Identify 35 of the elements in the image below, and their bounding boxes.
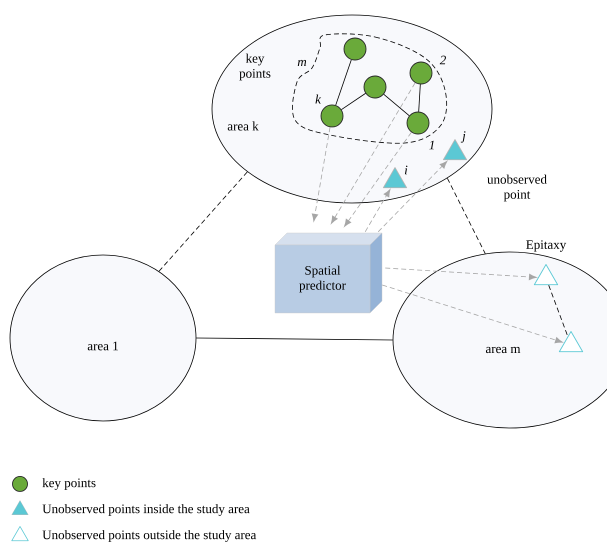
annotation-text: unobserved point: [487, 174, 547, 202]
connector: [378, 160, 448, 232]
region-label: m: [298, 60, 306, 66]
area-label: area k: [228, 121, 259, 131]
point-label: j: [460, 131, 466, 143]
area-label: area 1: [88, 342, 118, 350]
connector: [418, 84, 421, 112]
connector: [330, 82, 416, 224]
connector: [341, 93, 366, 110]
point-label: k: [316, 94, 322, 104]
point-label: 1: [429, 140, 434, 150]
point-label: i: [404, 166, 408, 174]
legend-text: Unobserved points inside the study area: [42, 504, 250, 516]
legend-text: Unobserved points outside the study area: [42, 530, 256, 542]
key-point-circle: [364, 76, 386, 98]
legend-text: key points: [42, 478, 96, 490]
connector: [446, 178, 486, 254]
connector: [335, 59, 352, 106]
connector: [158, 171, 248, 272]
area-label: area m: [486, 346, 520, 354]
hollow-triangle: [534, 264, 558, 286]
predictor-cube: Spatial predictor: [274, 232, 382, 314]
connector: [344, 132, 412, 227]
connector: [312, 126, 330, 222]
connector: [382, 284, 563, 344]
connector: [548, 284, 568, 337]
connector: [196, 338, 393, 340]
connector: [384, 268, 537, 280]
connector: [364, 189, 390, 232]
key-point-circle: [344, 38, 366, 60]
hollow-triangle: [558, 331, 584, 352]
annotation-text: key points: [239, 54, 270, 80]
annotation-text: Epitaxy: [526, 240, 566, 252]
connector: [383, 94, 410, 116]
point-label: 2: [440, 56, 446, 64]
